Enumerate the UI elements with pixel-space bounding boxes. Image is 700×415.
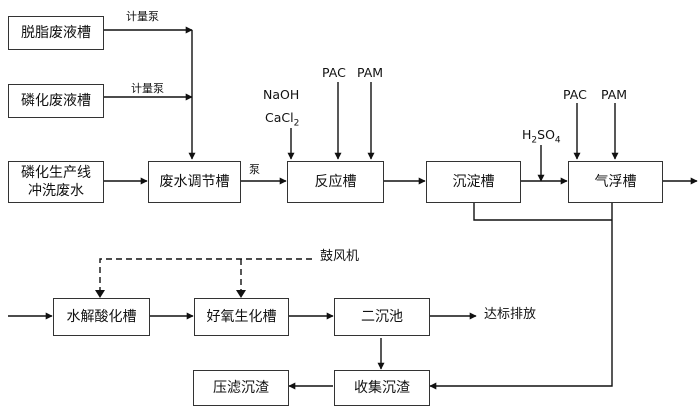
box-phosphating-tank: 磷化废液槽 — [8, 84, 104, 118]
label-pump: 泵 — [249, 163, 260, 176]
box-sedimentation-tank: 沉淀槽 — [426, 161, 521, 203]
label-discharge: 达标排放 — [484, 307, 537, 322]
box-filter-press-sludge: 压滤沉渣 — [193, 370, 289, 406]
rinse-water-text: 冲洗废水 — [28, 183, 84, 199]
box-rinse-wastewater: 磷化生产线 冲洗废水 — [8, 161, 104, 203]
label-metering-pump-1: 计量泵 — [126, 10, 159, 23]
label-cacl2-subscript: 2 — [293, 118, 300, 129]
rinse-line-text: 磷化生产线 — [21, 165, 91, 181]
label-h2so4: H2SO4 — [522, 128, 561, 148]
arrowhead-air-aerobic — [236, 290, 246, 298]
label-pam-2: PAM — [601, 87, 628, 102]
box-aerobic-tank: 好氧生化槽 — [194, 298, 289, 336]
label-pac-1: PAC — [322, 65, 346, 80]
label-h2so4-sub2: 2 — [531, 135, 538, 146]
label-metering-pump-2: 计量泵 — [131, 82, 164, 95]
label-h2so4-sub4: 4 — [554, 135, 561, 146]
label-cacl2-base: CaCl — [265, 110, 294, 125]
box-sludge-collection: 收集沉渣 — [334, 370, 430, 406]
box-equalization-tank: 废水调节槽 — [148, 161, 241, 203]
line-sludge-collection — [429, 203, 613, 390]
box-degrease-tank: 脱脂废液槽 — [8, 16, 104, 50]
box-hydrolysis-tank: 水解酸化槽 — [53, 298, 150, 336]
box-secondary-clarifier: 二沉池 — [334, 298, 430, 336]
arrowhead-air-hydrolysis — [95, 290, 105, 298]
line-blower-air — [99, 258, 312, 290]
box-reaction-tank: 反应槽 — [287, 161, 384, 203]
label-cacl2: CaCl2 — [265, 111, 299, 131]
label-pam-1: PAM — [357, 65, 384, 80]
line-sedimentation-sludge — [473, 203, 612, 221]
label-h2so4-so: SO — [537, 127, 555, 142]
box-flotation-tank: 气浮槽 — [568, 161, 663, 203]
label-pac-2: PAC — [563, 87, 587, 102]
label-naoh: NaOH — [263, 87, 300, 102]
label-h2so4-h: H — [522, 127, 532, 142]
label-blower: 鼓风机 — [320, 249, 360, 264]
